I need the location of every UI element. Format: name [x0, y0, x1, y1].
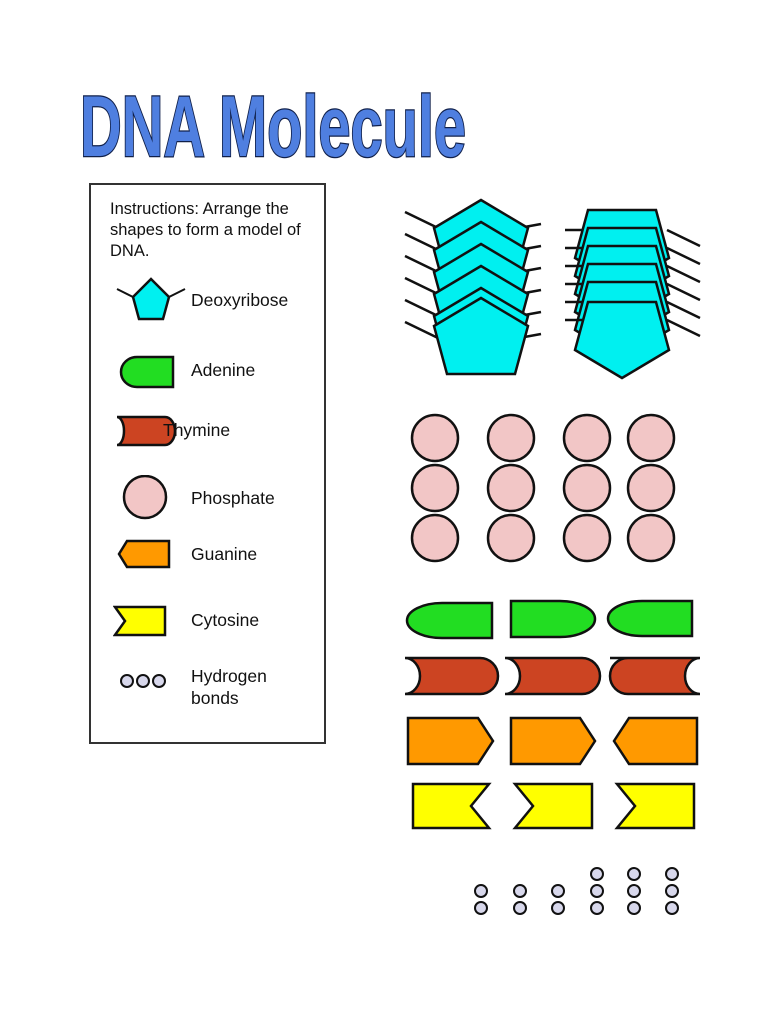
phosphate-circle[interactable]	[486, 513, 536, 563]
legend-label-cytosine: Cytosine	[191, 610, 260, 630]
thymine-piece[interactable]	[504, 656, 602, 696]
pentagon-icon	[116, 277, 186, 321]
page-title: DNA Molecule	[80, 78, 467, 172]
legend-item-hydrogen-bonds: Hydrogen bonds	[91, 665, 324, 725]
adenine-piece[interactable]	[606, 599, 694, 638]
phosphate-grid	[410, 413, 676, 563]
hydrogen-bond-triple[interactable]	[627, 867, 641, 915]
guanine-piece[interactable]	[612, 716, 699, 766]
hydrogen-bonds-area	[474, 867, 679, 915]
rounded-tab-icon	[119, 355, 175, 389]
phosphate-circle[interactable]	[486, 463, 536, 513]
hydrogen-bond-pair[interactable]	[551, 884, 565, 915]
thymine-piece[interactable]	[608, 656, 701, 696]
thymine-piece[interactable]	[404, 656, 500, 696]
pentagon-icon[interactable]	[565, 244, 701, 324]
phosphate-circle[interactable]	[562, 463, 612, 513]
legend-label-adenine: Adenine	[191, 360, 256, 380]
pentagon-icon[interactable]	[565, 226, 701, 306]
hydrogen-bond-triple[interactable]	[590, 867, 604, 915]
title-text: DNA Molecule	[80, 79, 466, 172]
pentagon-icon[interactable]	[404, 198, 542, 278]
cytosine-piece[interactable]	[512, 782, 594, 830]
hydrogen-bond-triple[interactable]	[665, 867, 679, 915]
adenine-piece[interactable]	[509, 599, 597, 639]
guanine-piece[interactable]	[406, 716, 495, 766]
notched-rounded-icon	[116, 415, 177, 447]
legend-label-deoxyribose: Deoxyribose	[191, 290, 289, 310]
legend-label-hydrogen-bonds: Hydrogen bonds	[191, 666, 267, 708]
legend-item-deoxyribose: Deoxyribose	[91, 277, 324, 327]
legend-panel: Instructions: Arrange the shapes to form…	[89, 183, 326, 744]
pentagon-icon[interactable]	[404, 242, 542, 322]
cytosine-piece[interactable]	[614, 782, 696, 830]
legend-label-phosphate: Phosphate	[191, 488, 275, 508]
cytosine-piece[interactable]	[411, 782, 492, 830]
deoxyribose-stack-inverted[interactable]	[565, 208, 701, 380]
cytosine-row	[411, 782, 696, 830]
phosphate-circle[interactable]	[626, 413, 676, 463]
legend-item-guanine: Guanine	[91, 537, 324, 587]
pentagon-icon[interactable]	[565, 280, 701, 360]
phosphate-circle[interactable]	[410, 413, 460, 463]
legend-label-thymine: Thymine	[163, 420, 231, 440]
pentagon-icon[interactable]	[565, 208, 701, 288]
arrow-tab-icon	[117, 539, 171, 569]
legend-item-phosphate: Phosphate	[91, 475, 324, 525]
pentagon-icon[interactable]	[565, 262, 701, 342]
pentagon-icon[interactable]	[565, 300, 701, 380]
guanine-row	[406, 716, 699, 766]
phosphate-circle[interactable]	[410, 463, 460, 513]
thymine-row	[404, 656, 701, 696]
legend-item-adenine: Adenine	[91, 353, 324, 403]
pentagon-icon[interactable]	[404, 286, 542, 366]
hydrogen-bond-pair[interactable]	[474, 884, 488, 915]
phosphate-circle[interactable]	[626, 513, 676, 563]
three-circles-icon	[120, 674, 166, 688]
adenine-piece[interactable]	[405, 601, 494, 640]
circle-icon	[122, 475, 168, 520]
phosphate-circle[interactable]	[562, 513, 612, 563]
adenine-row	[405, 599, 694, 640]
pentagon-icon[interactable]	[404, 264, 542, 344]
instructions-text: Instructions: Arrange the shapes to form…	[110, 200, 301, 260]
phosphate-circle[interactable]	[562, 413, 612, 463]
hydrogen-bond-pair[interactable]	[513, 884, 527, 915]
v-notch-tab-icon	[113, 605, 167, 637]
legend-item-cytosine: Cytosine	[91, 603, 324, 653]
pentagon-icon[interactable]	[404, 296, 542, 376]
pentagon-icon[interactable]	[404, 220, 542, 300]
legend-label-guanine: Guanine	[191, 544, 258, 564]
phosphate-circle[interactable]	[410, 513, 460, 563]
phosphate-circle[interactable]	[486, 413, 536, 463]
guanine-piece[interactable]	[509, 716, 597, 766]
phosphate-circle[interactable]	[626, 463, 676, 513]
deoxyribose-stack-upright[interactable]	[404, 198, 542, 376]
legend-item-thymine: Thymine	[91, 413, 324, 463]
